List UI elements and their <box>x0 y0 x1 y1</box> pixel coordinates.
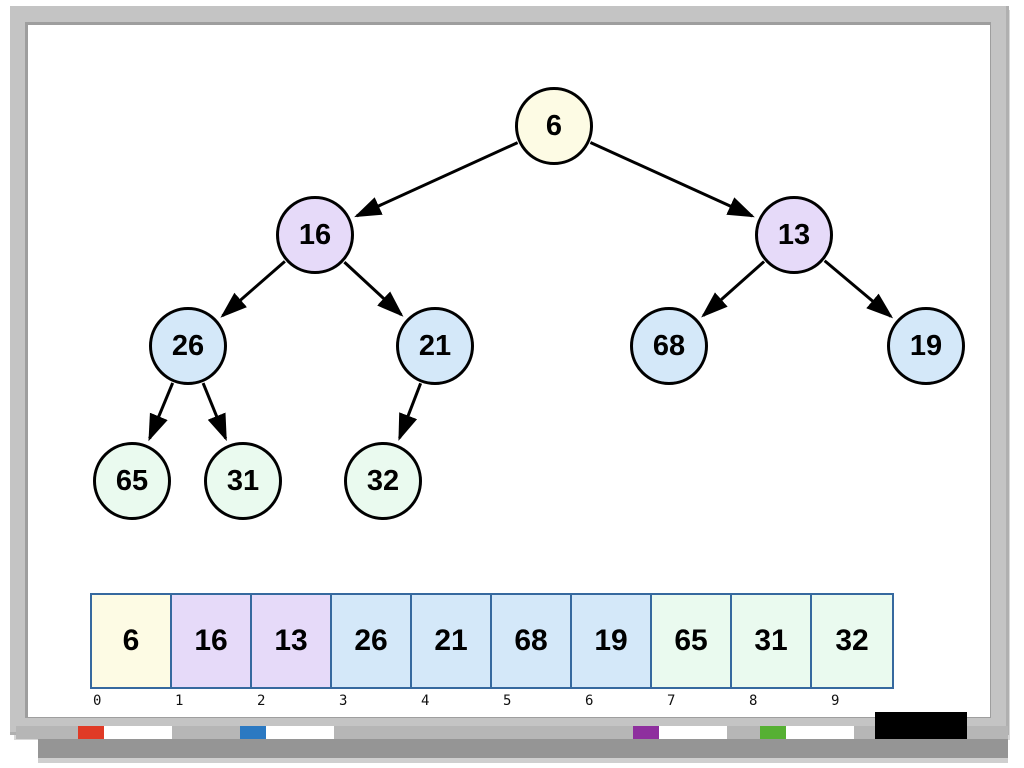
array-cell-6[interactable]: 19 <box>572 595 652 687</box>
array-cell-0[interactable]: 6 <box>92 595 172 687</box>
array-cell-value: 13 <box>274 624 308 657</box>
array-cell-8[interactable]: 31 <box>732 595 812 687</box>
binary-tree-edges <box>148 141 894 442</box>
tree-node-label: 19 <box>909 329 943 362</box>
array-index-row: 0 1 2 3 4 5 6 7 8 9 <box>90 693 910 709</box>
tree-node-31[interactable]: 31 <box>204 442 282 520</box>
tree-edge-16-to-26 <box>220 260 286 318</box>
tree-node-label: 21 <box>418 329 452 362</box>
tree-node-label: 32 <box>366 464 400 497</box>
tree-edge-26-to-31 <box>201 382 228 442</box>
tree-edge-21-to-32 <box>398 382 423 441</box>
array-index-4: 4 <box>421 693 430 709</box>
array-cell-value: 19 <box>594 624 628 657</box>
array-index-8: 8 <box>749 693 758 709</box>
tree-node-label: 26 <box>171 329 205 362</box>
tray-front <box>38 739 1008 761</box>
tree-edge-6-to-16 <box>354 141 519 218</box>
tree-node-16[interactable]: 16 <box>276 196 354 274</box>
array-cell-value: 31 <box>754 624 788 657</box>
array-index-6: 6 <box>585 693 594 709</box>
array-cell-9[interactable]: 32 <box>812 595 892 687</box>
array-cell-value: 16 <box>194 624 228 657</box>
array-cell-value: 68 <box>514 624 548 657</box>
tree-node-32[interactable]: 32 <box>344 442 422 520</box>
tree-node-65[interactable]: 65 <box>93 442 171 520</box>
tree-edge-16-to-21 <box>343 261 404 317</box>
array-index-9: 9 <box>831 693 840 709</box>
tree-node-21[interactable]: 21 <box>396 307 474 385</box>
array-cell-value: 21 <box>434 624 468 657</box>
array-cell-value: 6 <box>122 624 140 657</box>
array-cell-4[interactable]: 21 <box>412 595 492 687</box>
tree-node-19[interactable]: 19 <box>887 307 965 385</box>
tree-node-label: 6 <box>545 109 563 142</box>
array-representation: 6 16 13 26 21 68 19 65 31 32 <box>90 593 894 689</box>
tree-node-label: 68 <box>652 329 686 362</box>
array-cell-value: 26 <box>354 624 388 657</box>
tree-node-label: 31 <box>226 464 260 497</box>
array-cell-2[interactable]: 13 <box>252 595 332 687</box>
array-index-7: 7 <box>667 693 676 709</box>
tray-front-shadow <box>38 758 1008 763</box>
array-index-0: 0 <box>93 693 102 709</box>
array-cell-7[interactable]: 65 <box>652 595 732 687</box>
array-cell-value: 32 <box>835 624 869 657</box>
array-index-3: 3 <box>339 693 348 709</box>
tree-edge-6-to-13 <box>589 141 755 218</box>
tree-node-6[interactable]: 6 <box>515 87 593 165</box>
tree-node-26[interactable]: 26 <box>149 307 227 385</box>
tree-edge-13-to-19 <box>823 259 894 319</box>
tree-node-label: 16 <box>298 218 332 251</box>
array-cell-5[interactable]: 68 <box>492 595 572 687</box>
tree-node-13[interactable]: 13 <box>755 196 833 274</box>
tree-node-label: 65 <box>115 464 149 497</box>
array-index-1: 1 <box>175 693 184 709</box>
array-index-5: 5 <box>503 693 512 709</box>
tree-edge-13-to-68 <box>701 260 766 318</box>
array-cell-value: 65 <box>674 624 708 657</box>
array-cell-3[interactable]: 26 <box>332 595 412 687</box>
tree-node-label: 13 <box>777 218 811 251</box>
array-index-2: 2 <box>257 693 266 709</box>
tree-edge-26-to-65 <box>148 382 175 442</box>
tree-node-68[interactable]: 68 <box>630 307 708 385</box>
array-cell-1[interactable]: 16 <box>172 595 252 687</box>
